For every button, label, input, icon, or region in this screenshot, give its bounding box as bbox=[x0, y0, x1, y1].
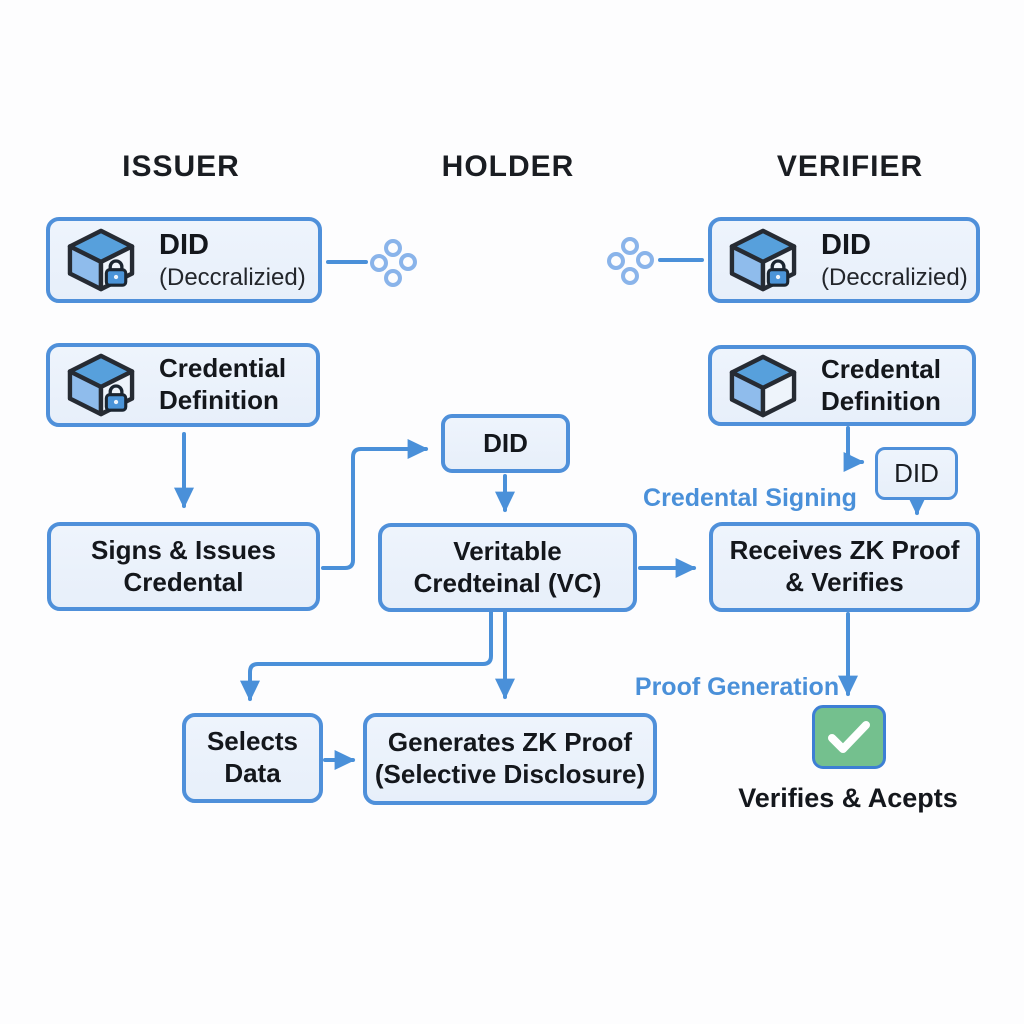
verifier-did-box: DID (Deccralizied) bbox=[708, 217, 980, 303]
success-check-box bbox=[812, 705, 886, 769]
verifier-did-title: DID bbox=[821, 228, 871, 261]
arrow-vc-to-selects bbox=[240, 610, 493, 702]
arrow-creddef-to-small-did bbox=[843, 426, 865, 472]
issuer-did-title: DID bbox=[159, 228, 209, 261]
issuer-creddef-line1: Credential bbox=[159, 353, 287, 384]
receives-line1: Receives ZK Proof bbox=[729, 535, 960, 566]
checkmark-icon bbox=[826, 719, 872, 755]
verifies-accepts-label: Verifies & Acepts bbox=[738, 783, 958, 813]
cube-icon bbox=[725, 353, 801, 419]
generates-line2: (Selective Disclosure) bbox=[374, 759, 646, 789]
issuer-did-subtitle: (Deccralizied) bbox=[159, 264, 306, 292]
network-nodes-icon-left bbox=[370, 239, 417, 287]
verifier-creddef-line2: Definition bbox=[821, 385, 941, 416]
issuer-did-box: DID (Deccralizied) bbox=[46, 217, 322, 303]
verifier-creddef-line1: Credental bbox=[821, 353, 941, 384]
generates-line1: Generates ZK Proof bbox=[387, 727, 633, 758]
issuer-creddef-line2: Definition bbox=[159, 385, 279, 415]
cube-lock-icon bbox=[725, 227, 801, 293]
receives-proof-box: Receives ZK Proof & Verifies bbox=[709, 522, 980, 612]
vc-line2: Credteinal (VC) bbox=[413, 567, 602, 598]
selects-data-box: Selects Data bbox=[182, 713, 323, 803]
holder-vc-box: Veritable Credteinal (VC) bbox=[378, 523, 637, 612]
verifier-small-did-box: DID bbox=[875, 447, 958, 500]
verifier-credential-definition-box: Credental Definition bbox=[708, 345, 976, 426]
signs-issues-line2: Credental bbox=[123, 566, 244, 597]
holder-did-box: DID bbox=[441, 414, 570, 473]
cube-lock-icon bbox=[63, 352, 139, 418]
heading-issuer: ISSUER bbox=[122, 150, 240, 183]
selects-line1: Selects bbox=[206, 726, 299, 757]
credential-signing-label: Credental Signing bbox=[643, 484, 857, 512]
verifier-did-subtitle: (Deccralizied) bbox=[821, 264, 968, 292]
signs-issues-line1: Signs & Issues bbox=[91, 534, 276, 565]
holder-did-title: DID bbox=[483, 428, 528, 458]
heading-holder: HOLDER bbox=[441, 150, 575, 183]
issuer-signs-issues-box: Signs & Issues Credental bbox=[47, 522, 320, 611]
generates-proof-box: Generates ZK Proof (Selective Disclosure… bbox=[363, 713, 657, 805]
vc-line1: Veritable bbox=[453, 535, 562, 566]
verifier-small-did-title: DID bbox=[894, 458, 939, 488]
selects-line2: Data bbox=[224, 758, 281, 788]
heading-verifier: VERIFIER bbox=[776, 150, 924, 183]
network-nodes-icon-right bbox=[607, 237, 654, 285]
proof-generation-label: Proof Generation bbox=[634, 673, 840, 701]
issuer-credential-definition-box: Credential Definition bbox=[46, 343, 320, 427]
cube-lock-icon bbox=[63, 227, 139, 293]
receives-line2: & Verifies bbox=[785, 567, 904, 597]
